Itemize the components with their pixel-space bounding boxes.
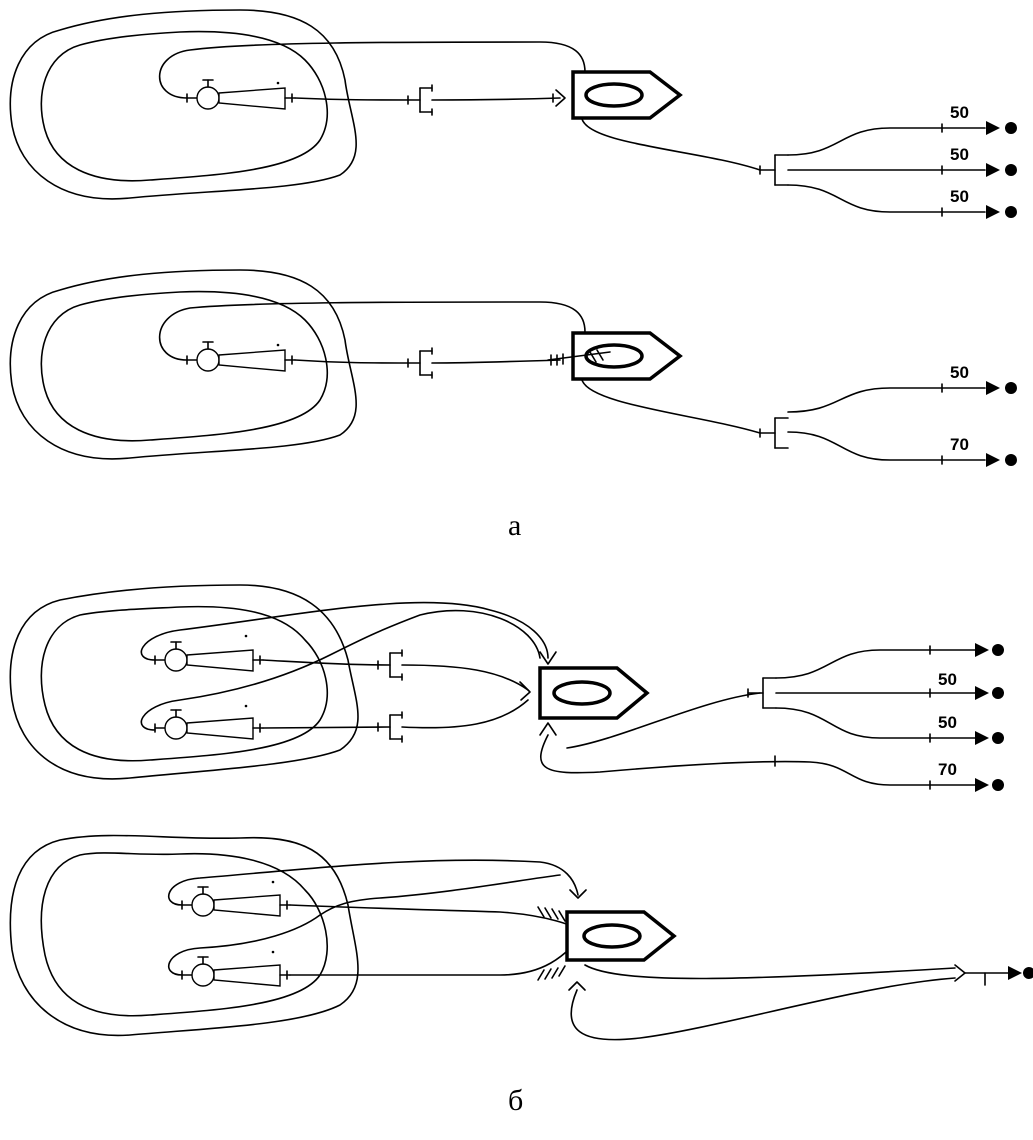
main-line [566,692,761,749]
fire-zone-outer-contour [9,834,359,1037]
hose-branch [377,649,403,681]
return-line-70 [539,734,986,786]
outlet-label: 50 [950,363,969,382]
return-line [158,301,586,361]
caption-a: а [508,509,521,542]
return-line [140,601,549,661]
hose-branch-3way [759,154,789,186]
outlet-ends [941,381,1017,467]
fire-engine [571,331,683,381]
supply-line [401,699,529,729]
working-line [294,97,421,101]
outlet-label: 50 [938,713,957,732]
fire-zone-inner-contour [40,30,328,182]
fire-zone-outer-contour [9,9,357,200]
hose-branch [407,347,433,379]
return-line [167,859,579,906]
fire-zone-outer-contour [9,584,359,780]
working-line [294,359,421,364]
fire-nozzle [181,950,291,987]
fire-zone-inner-contour [40,605,328,762]
outlet-label: 50 [938,670,957,689]
supply-line [431,359,561,364]
outlet-label: 50 [950,145,969,164]
main-line [584,964,956,980]
hose-branch [377,711,403,743]
outlet-line-2 [787,431,986,461]
outlet-line-3 [775,707,986,739]
fire-nozzle [186,79,296,110]
main-line [581,118,761,171]
intake-marks [550,349,604,366]
caption-b: б [508,1084,523,1117]
outlet-ends [929,643,1004,792]
outlet-label: 50 [950,103,969,122]
diagram-a2: 50 70 [9,269,1017,467]
outlet-label: 70 [938,760,957,779]
fire-engine [565,910,677,962]
fire-engine [571,70,683,120]
diagram-b1: 50 50 70 [9,584,1004,792]
diagram-b2 [9,834,1033,1041]
hose-branch-2way [759,417,789,449]
outlet-line-3 [787,184,986,213]
outlet-line-1 [787,127,986,156]
working-line [262,726,391,729]
return-line [140,609,541,731]
fire-zone-inner-contour [40,852,328,1017]
fire-nozzle [181,880,291,917]
return-line [570,977,956,1041]
return-line [158,41,586,99]
outlet-label: 50 [950,187,969,206]
supply-line [431,97,561,101]
supply-line [401,664,529,691]
fire-engine [538,666,650,720]
hose-branch-3way [747,677,777,709]
main-line [581,379,761,434]
fire-nozzle [186,341,296,372]
hose-branch [407,84,433,116]
return-line [167,874,561,976]
outlet-line-1 [775,649,986,679]
diagram-a1: 50 50 50 [9,9,1017,219]
fire-zone-inner-contour [40,290,328,442]
supply-line [289,924,591,976]
outlet-line-1 [787,387,986,413]
fire-zone-outer-contour [9,269,357,460]
fire-nozzle [154,634,264,672]
outlet-ends [941,121,1017,219]
working-line [262,659,391,666]
outlet-label: 70 [950,435,969,454]
fire-nozzle [154,704,264,740]
